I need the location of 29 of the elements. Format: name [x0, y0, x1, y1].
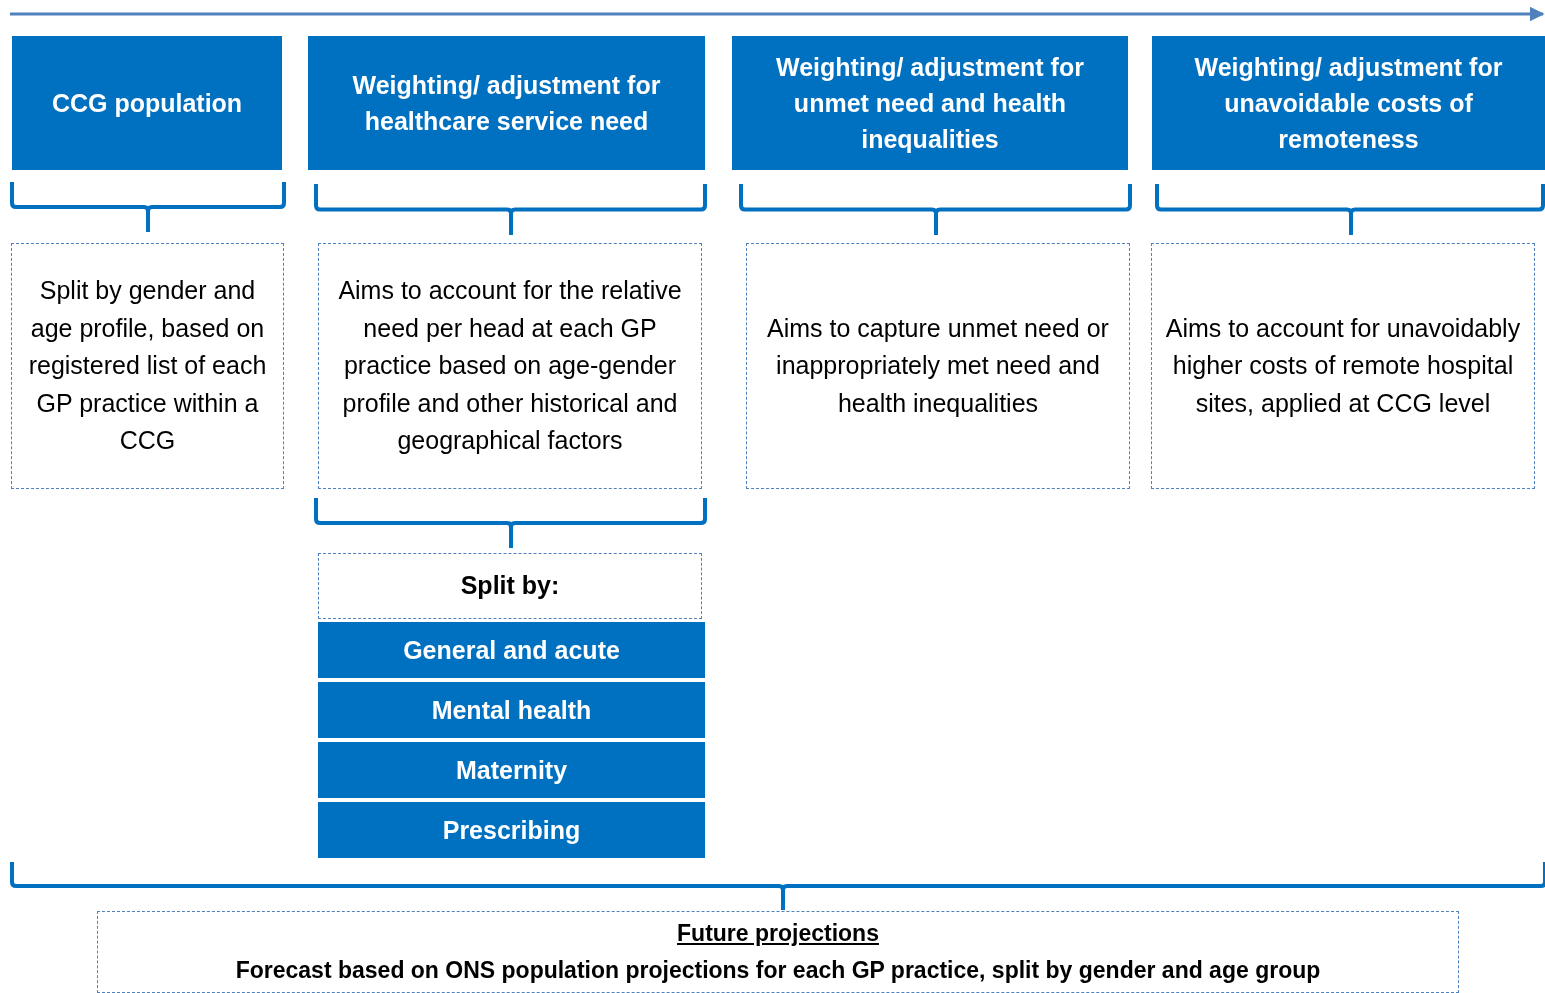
description-text: Weighting/ adjustment for healthcare service need	[351, 69, 662, 137]
list-header-box	[318, 553, 702, 619]
header-box	[12, 36, 282, 170]
description-box	[1151, 243, 1535, 489]
description-text: Mental health	[431, 694, 592, 726]
description-text: Weighting/ adjustment for unavoidable costs of remoteness	[1193, 51, 1504, 156]
description-text: Aims to account for the relative need per head at each GP practice based on age-gender profile and other historical and geographical factors	[337, 275, 683, 457]
heading: Future projections	[677, 919, 879, 949]
header-box	[732, 36, 1128, 170]
description-box	[11, 243, 284, 489]
category-box	[318, 622, 705, 678]
description-box	[746, 243, 1130, 489]
description-text: Forecast based on ONS population projections for each GP practice, split by gender and age group	[235, 956, 1321, 985]
projection-box	[97, 911, 1459, 993]
category-box	[318, 742, 705, 798]
description-box	[318, 243, 702, 489]
category-box	[318, 802, 705, 858]
description-text: Aims to capture unmet need or inappropriately met need and health inequalities	[766, 312, 1110, 419]
description-text: Maternity	[455, 754, 568, 786]
description-text: General and acute	[403, 634, 620, 666]
header-box	[308, 36, 705, 170]
description-text: Split by gender and age profile, based on registered list of each GP practice within a CCG	[27, 275, 268, 457]
description-text: Weighting/ adjustment for unmet need and health inequalities	[775, 51, 1085, 156]
description-text: Prescribing	[442, 814, 581, 846]
category-box	[318, 682, 705, 738]
description-text: CCG population	[51, 87, 243, 119]
description-text: Split by:	[460, 570, 560, 602]
description-text: Aims to account for unavoidably higher costs of remote hospital sites, applied at CCG level	[1164, 312, 1522, 419]
header-box	[1152, 36, 1545, 170]
